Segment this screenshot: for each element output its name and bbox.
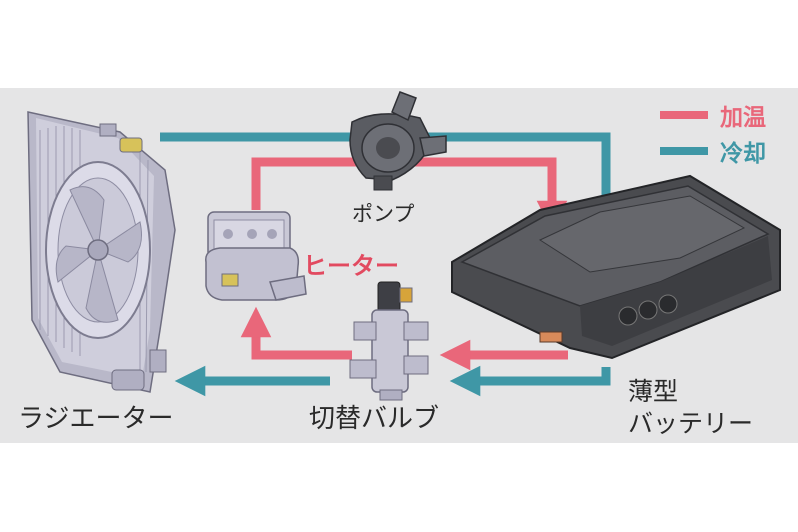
legend-cooling-label: 冷却 [720, 141, 766, 167]
heating-line-valve-to-heater [240, 306, 352, 360]
legend-cooling: 冷却 [660, 134, 766, 168]
cooling-line-battery-to-valve [449, 365, 611, 397]
legend-heating: 加温 [660, 98, 766, 132]
pump-label: ポンプ [352, 202, 415, 226]
legend-heating-label: 加温 [720, 105, 766, 131]
battery-label-line1: 薄型 [628, 377, 679, 406]
thin-battery [451, 174, 781, 360]
legend-cooling-swatch [660, 147, 708, 155]
heater [205, 211, 307, 301]
switching-valve [349, 281, 429, 401]
pump [349, 91, 447, 191]
radiator [27, 111, 176, 393]
cooling-flow [160, 132, 622, 397]
radiator-label: ラジエーター [18, 404, 174, 434]
valve-label: 切替バルブ [309, 404, 440, 434]
legend-heating-swatch [660, 111, 708, 119]
cooling-line-radiator-to-battery [160, 132, 622, 232]
heater-label: ヒーター [303, 252, 399, 280]
battery-label-line2: バッテリー [628, 409, 754, 438]
